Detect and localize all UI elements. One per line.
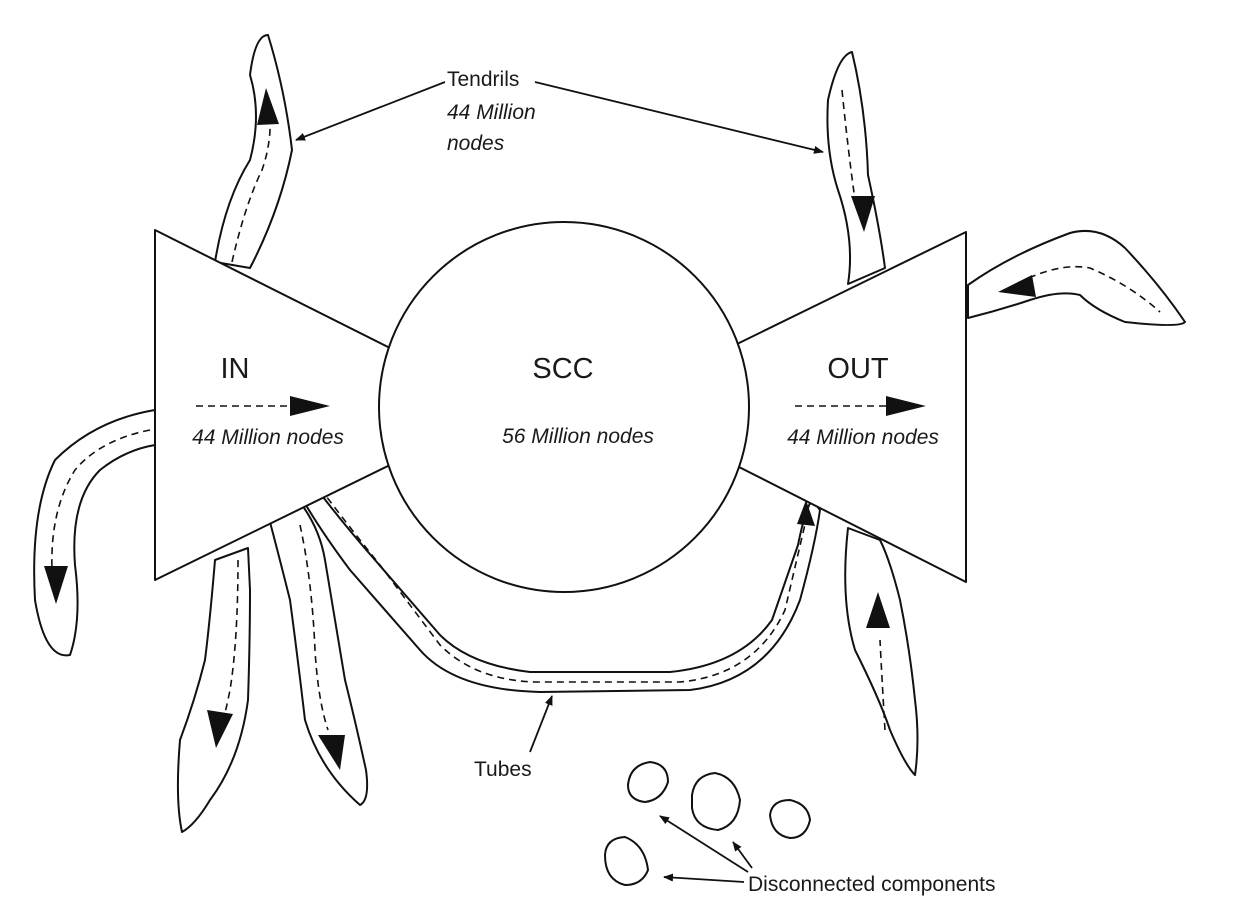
in-arrow-head <box>290 396 330 416</box>
out-size-label: 44 Million nodes <box>787 426 939 449</box>
in-label: IN <box>221 353 250 385</box>
tendrils-size-line1: 44 Million <box>447 101 536 124</box>
in-size-label: 44 Million nodes <box>192 426 344 449</box>
tubes-pointer <box>529 695 553 753</box>
disconnected-pointer-3 <box>663 873 745 883</box>
tendril-top-left <box>214 34 293 269</box>
disconnected-blob-1 <box>627 761 669 803</box>
tendrils-size-line2: nodes <box>447 132 505 155</box>
tendril-bottom-right <box>844 527 919 776</box>
in-component: IN 44 Million nodes <box>154 229 391 581</box>
out-label: OUT <box>827 353 889 385</box>
disconnected-blob-3 <box>769 799 811 839</box>
tendril-bottom-left-1 <box>176 547 251 833</box>
disconnected-label: Disconnected components <box>748 873 995 896</box>
tendrils-pointer-left <box>295 81 446 141</box>
disconnected-blob-2 <box>691 772 741 831</box>
disconnected-components: Disconnected components <box>604 761 995 896</box>
disconnected-pointer-2 <box>732 841 753 869</box>
tendril-left <box>33 409 156 657</box>
tendril-bottom-left-2 <box>269 504 369 806</box>
disconnected-pointer-1 <box>659 815 749 873</box>
tubes-label: Tubes <box>474 758 532 781</box>
out-arrow-head <box>886 396 926 416</box>
scc-label: SCC <box>532 353 593 385</box>
out-component: OUT 44 Million nodes <box>734 231 967 583</box>
tubes-annotation: Tubes <box>474 695 553 781</box>
disconnected-blob-4 <box>604 836 649 886</box>
tendrils-annotation: Tendrils 44 Million nodes <box>295 68 824 155</box>
tendril-right <box>967 229 1186 326</box>
tube <box>299 479 821 693</box>
tendril-top-right <box>826 51 886 285</box>
tendrils-pointer-right <box>534 81 824 154</box>
scc-size-label: 56 Million nodes <box>502 425 654 448</box>
scc-component: SCC 56 Million nodes <box>378 221 750 593</box>
tendrils-label: Tendrils <box>447 68 519 91</box>
